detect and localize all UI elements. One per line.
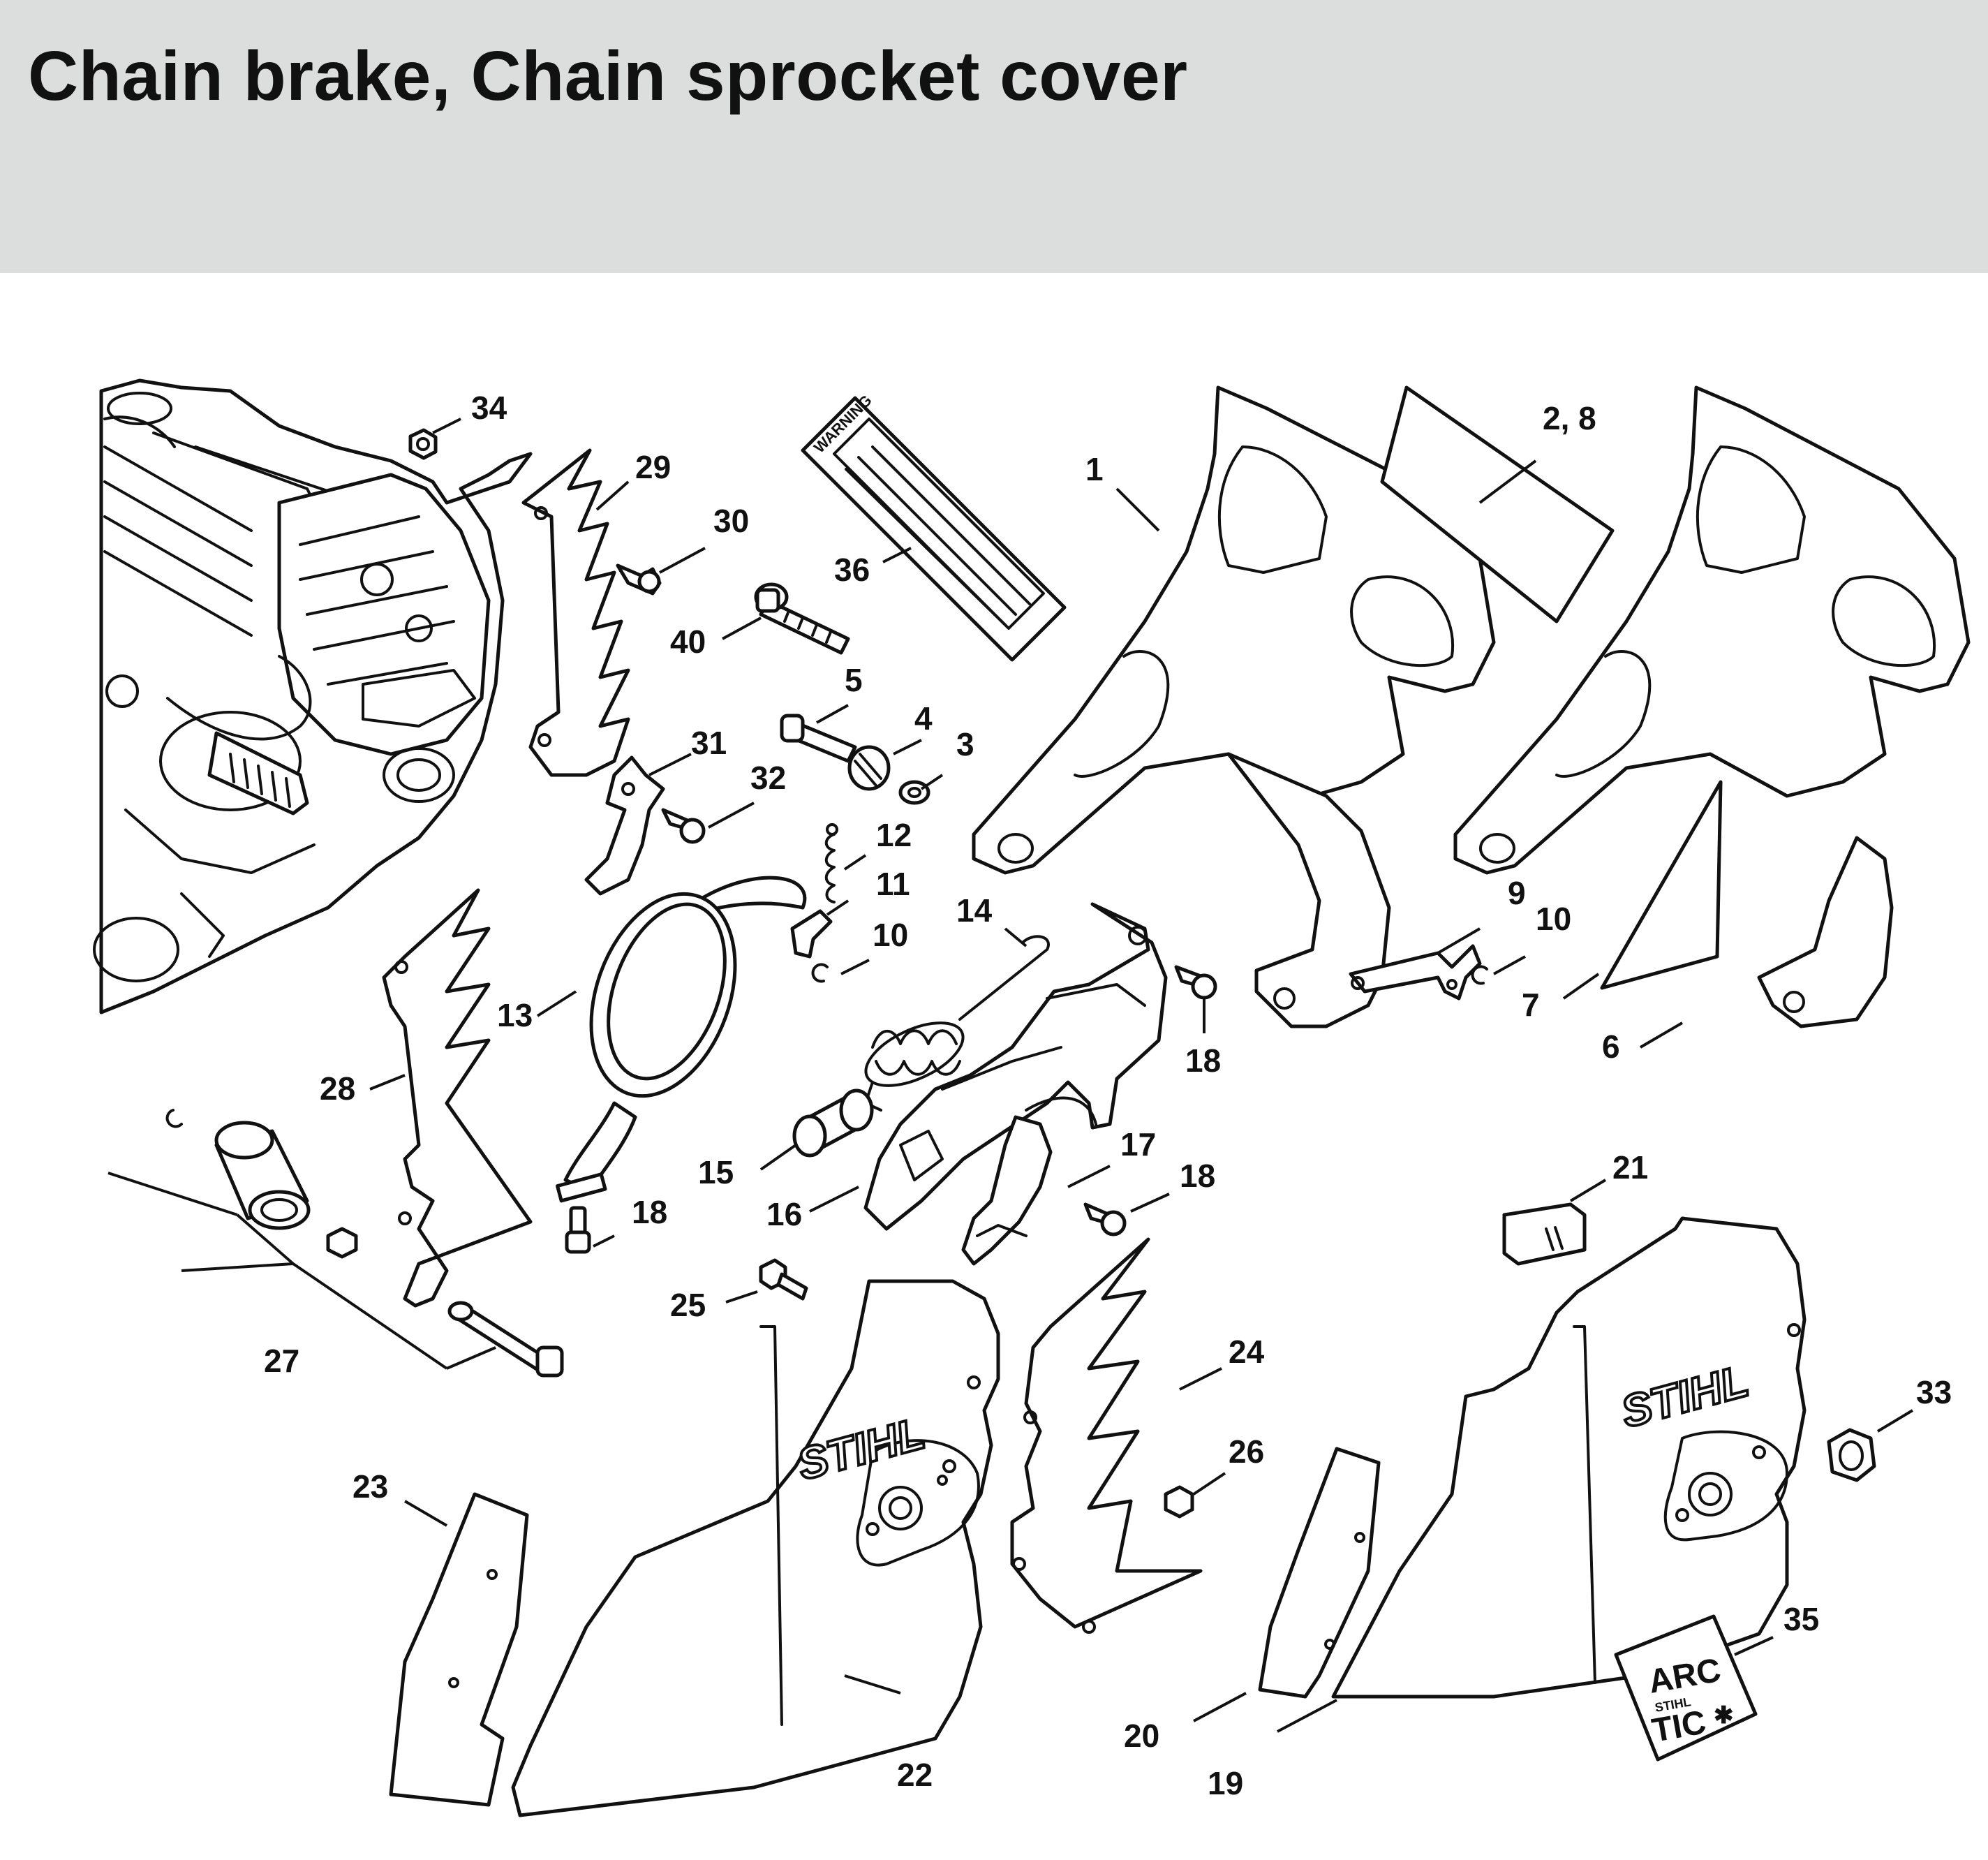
part-6-hand-guard [1453,385,1971,1028]
callout-6: 6 [1602,1028,1620,1065]
part-10-eclip-right [1471,965,1488,985]
part-11-lever [790,909,833,959]
callout-4: 4 [914,700,933,737]
callout-35: 35 [1783,1601,1819,1637]
title-banner: Chain brake, Chain sprocket cover [0,0,1988,273]
callout-13: 13 [497,997,533,1033]
part-20-deflector [1258,1447,1381,1699]
callout-16: 16 [766,1196,802,1232]
part-31-lever [584,755,665,896]
part-18-screw-upper [1174,965,1217,1000]
callout-31: 31 [691,725,727,761]
part-33-nut [1827,1428,1876,1482]
part-18-screw-lower [565,1206,591,1254]
part-30-screw [616,563,662,596]
snowflake-icon: ✱ [1714,1702,1734,1729]
part-15-sleeve [792,1088,874,1158]
callout-40: 40 [670,623,706,660]
engine-housing [93,378,533,1014]
callout-9: 9 [1508,875,1526,911]
callout-19: 19 [1208,1765,1243,1801]
part-27-kit [107,1109,564,1378]
callout-26: 26 [1229,1433,1264,1470]
part-3-washer [898,780,930,805]
part-40-bolt [754,582,850,655]
callout-25: 25 [670,1287,706,1323]
part-4-spacer [847,745,891,791]
part-13-brake-band [556,876,807,1203]
callout-23: 23 [353,1468,388,1505]
callout-10-right: 10 [1536,901,1571,937]
part-12-spring [824,823,838,903]
part-16-lever-housing [863,902,1168,1231]
part-25-screw [759,1258,808,1301]
callout-12: 12 [876,817,912,853]
leader-lines [369,418,1914,1733]
part-1-hand-guard [972,385,1496,1028]
part-29-brake-shield [521,448,630,777]
part-26-nut [1164,1485,1194,1519]
callout-28: 28 [320,1070,355,1107]
callout-18-upper: 18 [1185,1042,1221,1079]
part-35-arctic-badge: ARC STIHL TIC ✱ [1614,1614,1758,1762]
callout-11: 11 [876,866,910,902]
part-28-shield [382,888,533,1308]
part-17-cam [961,1115,1053,1266]
callout-20: 20 [1124,1718,1159,1754]
callout-34: 34 [471,390,507,426]
callout-22: 22 [897,1757,933,1793]
part-32-screw [661,808,706,844]
callout-14: 14 [956,892,993,929]
part-24-shield [1010,1237,1203,1634]
callout-5: 5 [845,662,863,698]
callout-1: 1 [1085,451,1104,487]
callout-7: 7 [1522,987,1540,1023]
arctic-badge-line3: TIC [1649,1704,1709,1750]
part-10-eclip [811,963,829,983]
part-23-deflector [389,1492,529,1807]
part-7-label [1600,780,1723,990]
callout-18-middle: 18 [1180,1158,1215,1194]
part-22-sprocket-cover: STIHL [511,1279,1000,1817]
callout-labels: 1 2, 8 3 4 5 6 7 9 10 10 11 12 13 14 15 … [264,390,1952,1801]
callout-10-left: 10 [873,917,908,953]
callout-33: 33 [1916,1374,1952,1410]
callout-32: 32 [750,760,786,796]
part-5-bolt [780,714,857,763]
callout-27: 27 [264,1343,299,1379]
part-2-8-label [1380,385,1615,623]
callout-36: 36 [834,552,870,588]
part-36-warning-label: WARNING [801,392,1067,662]
part-19-sprocket-cover: STIHL [1331,1216,1807,1699]
part-18-screw-middle [1083,1202,1127,1237]
callout-17: 17 [1120,1126,1156,1162]
callout-18-lower: 18 [632,1194,667,1230]
callout-30: 30 [713,503,749,539]
callout-24: 24 [1229,1334,1265,1370]
part-21-cap [1502,1202,1587,1266]
callout-15: 15 [698,1154,734,1190]
page-title: Chain brake, Chain sprocket cover [28,37,1188,115]
callout-3: 3 [956,726,974,762]
callout-29: 29 [635,449,671,485]
part-34-nut [408,428,438,460]
part-9-link [1349,944,1482,1001]
callout-2-8: 2, 8 [1543,400,1596,436]
callout-21: 21 [1612,1149,1648,1186]
